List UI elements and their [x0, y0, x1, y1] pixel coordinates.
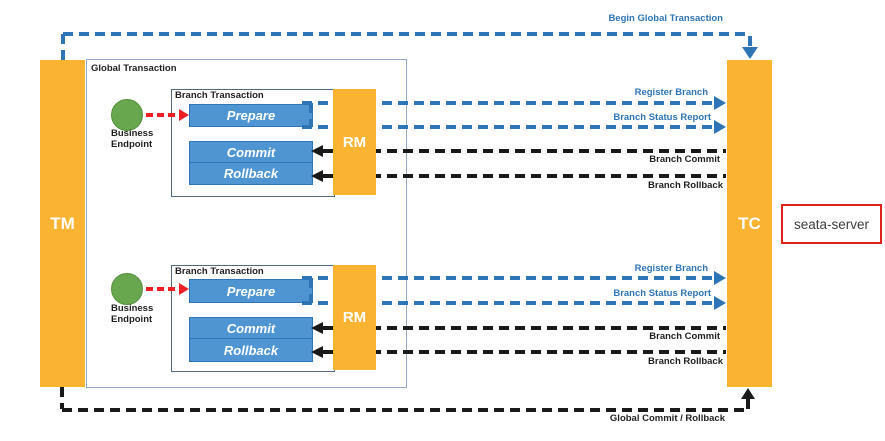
branch-status-report-line	[302, 301, 715, 305]
arrow-left-icon	[311, 145, 323, 157]
global-commit-line-up	[746, 399, 750, 409]
register-branch-line	[302, 276, 715, 280]
rollback-box: Rollback	[189, 338, 313, 362]
business-endpoint-label: Business Endpoint	[111, 128, 154, 150]
branch-commit-label: Branch Commit	[649, 154, 720, 165]
global-commit-rollback-label: Global Commit / Rollback	[609, 413, 725, 424]
branch-commit-line	[323, 149, 726, 153]
branch-rollback-line	[323, 350, 726, 354]
rollback-box: Rollback	[189, 162, 313, 185]
rm-node: RM	[333, 265, 376, 370]
branch-rollback-line	[323, 174, 726, 178]
branch-transaction-label: Branch Transaction	[175, 90, 264, 101]
tm-node: TM	[40, 60, 85, 387]
register-branch-connector	[309, 103, 313, 127]
register-branch-connector	[309, 278, 313, 303]
begin-global-transaction-label: Begin Global Transaction	[608, 13, 723, 24]
prepare-box: Prepare	[189, 279, 313, 303]
branch-rollback-label: Branch Rollback	[648, 356, 723, 367]
arrow-right-icon	[179, 283, 189, 295]
arrow-left-icon	[311, 170, 323, 182]
branch-transaction-label: Branch Transaction	[175, 266, 264, 277]
global-commit-line-down	[60, 387, 64, 409]
branch-rollback-label: Branch Rollback	[648, 180, 723, 191]
arrow-left-icon	[311, 322, 323, 334]
commit-box: Commit	[189, 317, 313, 340]
branch-commit-line	[323, 326, 726, 330]
arrow-left-icon	[311, 346, 323, 358]
global-commit-line	[62, 408, 746, 412]
arrow-right-icon	[714, 296, 726, 310]
rm-node: RM	[333, 89, 376, 195]
commit-box: Commit	[189, 141, 313, 164]
arrow-right-icon	[714, 96, 726, 110]
global-transaction-label: Global Transaction	[91, 63, 177, 74]
register-branch-label: Register Branch	[634, 263, 708, 274]
begin-transaction-line	[63, 32, 750, 36]
branch-commit-label: Branch Commit	[649, 331, 720, 342]
global-transaction-box	[86, 59, 407, 388]
business-endpoint-label: Business Endpoint	[111, 303, 154, 325]
arrow-down-icon	[742, 47, 758, 59]
branch-status-report-line	[302, 125, 715, 129]
register-branch-line	[302, 101, 715, 105]
branch-status-report-label: Branch Status Report	[613, 112, 711, 123]
arrow-right-icon	[714, 271, 726, 285]
arrow-up-icon	[741, 388, 755, 399]
begin-transaction-line-down	[748, 36, 752, 47]
arrow-right-icon	[179, 109, 189, 121]
branch-status-report-label: Branch Status Report	[613, 288, 711, 299]
tc-node: TC	[727, 60, 772, 387]
prepare-box: Prepare	[189, 104, 313, 127]
invoke-line	[146, 287, 179, 291]
seata-server-badge: seata-server	[781, 204, 882, 244]
begin-transaction-line-up	[61, 34, 65, 60]
business-endpoint-icon	[111, 99, 143, 131]
arrow-right-icon	[714, 120, 726, 134]
register-branch-label: Register Branch	[634, 87, 708, 98]
business-endpoint-icon	[111, 273, 143, 305]
invoke-line	[146, 113, 179, 117]
